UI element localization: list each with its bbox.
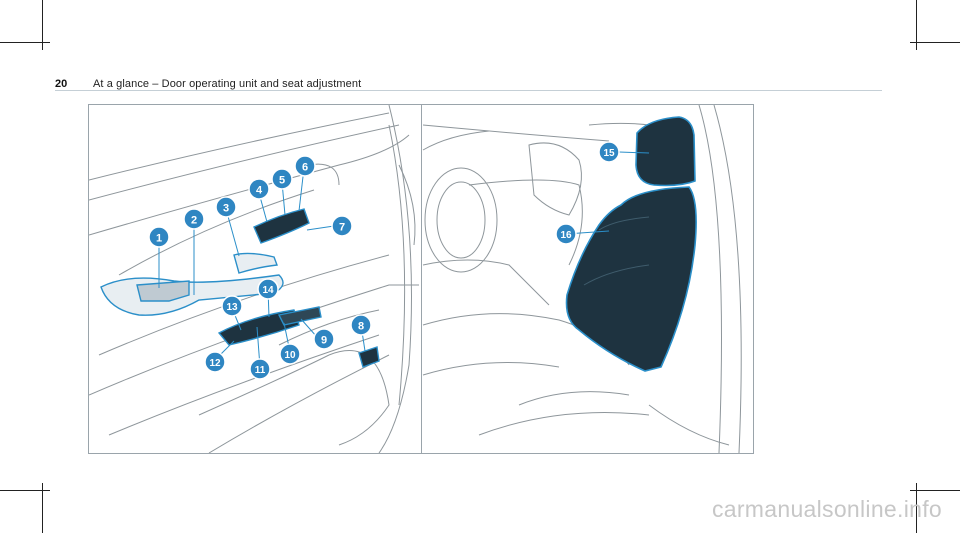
crop-mark-top-right-v	[916, 0, 917, 50]
crop-mark-bottom-right-h	[910, 490, 960, 491]
page-title: At a glance – Door operating unit and se…	[93, 78, 362, 90]
crop-mark-bottom-left-h	[0, 490, 50, 491]
cabin-drawing	[422, 105, 742, 453]
callout-4: 4	[248, 178, 270, 200]
crop-mark-top-left-v	[42, 0, 43, 50]
callout-11: 11	[249, 358, 271, 380]
door-highlights	[100, 208, 380, 368]
callout-label-16: 16	[560, 230, 572, 241]
callout-label-3: 3	[223, 203, 229, 215]
callout-label-12: 12	[209, 358, 221, 369]
callout-label-6: 6	[302, 162, 308, 174]
watermark-text: carmanualsonline.info	[711, 496, 942, 522]
callout-markers: 1 2 3 4 5 6 7 8 9 10 11 12 13 14 15 16	[148, 141, 620, 380]
crop-mark-bottom-right-v	[916, 483, 917, 533]
callout-label-14: 14	[262, 285, 274, 296]
callout-16: 16	[555, 223, 577, 245]
callout-1: 1	[148, 226, 170, 248]
crop-mark-top-left-h	[0, 42, 50, 43]
callout-label-1: 1	[156, 233, 162, 245]
header-rule	[55, 90, 882, 91]
callout-label-9: 9	[321, 335, 327, 347]
callout-9: 9	[313, 328, 335, 350]
callout-label-11: 11	[255, 365, 266, 376]
callout-label-5: 5	[279, 175, 285, 187]
callout-6: 6	[294, 155, 316, 177]
callout-2: 2	[183, 208, 205, 230]
page-number: 20	[55, 78, 68, 90]
callout-7: 7	[331, 215, 353, 237]
callout-10: 10	[279, 343, 301, 365]
callout-12: 12	[204, 351, 226, 373]
callout-label-15: 15	[603, 148, 615, 159]
running-header: 20 At a glance – Door operating unit and…	[55, 76, 361, 92]
callout-label-4: 4	[256, 185, 263, 197]
callout-label-10: 10	[284, 350, 296, 361]
crop-mark-bottom-left-v	[42, 483, 43, 533]
callout-label-7: 7	[339, 222, 345, 234]
callout-5: 5	[271, 168, 293, 190]
crop-mark-top-right-h	[910, 42, 960, 43]
callout-label-13: 13	[226, 302, 238, 313]
callout-3: 3	[215, 196, 237, 218]
callout-8: 8	[350, 314, 372, 336]
callout-label-2: 2	[191, 215, 197, 227]
callout-label-8: 8	[358, 321, 364, 333]
figure-divider	[421, 104, 422, 454]
seat-highlight	[565, 116, 697, 372]
callout-13: 13	[221, 295, 243, 317]
door-panel-drawing	[89, 105, 419, 453]
door-and-seat-illustration: 1 2 3 4 5 6 7 8 9 10 11 12 13 14 15 16	[89, 105, 742, 453]
callout-14: 14	[257, 278, 279, 300]
callout-15: 15	[598, 141, 620, 163]
